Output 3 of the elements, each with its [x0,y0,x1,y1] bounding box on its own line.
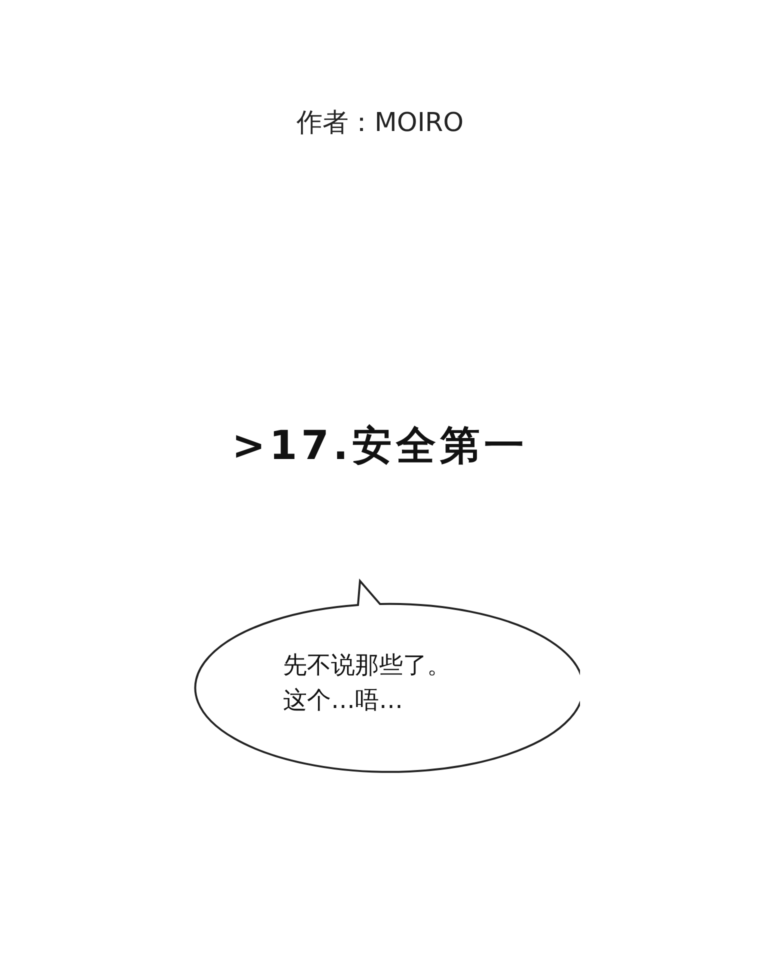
chapter-title: >17.安全第一 [232,422,528,471]
author-credit: 作者：MOIRO [296,107,464,140]
speech-text: 先不说那些了。这个…唔… [283,650,452,716]
